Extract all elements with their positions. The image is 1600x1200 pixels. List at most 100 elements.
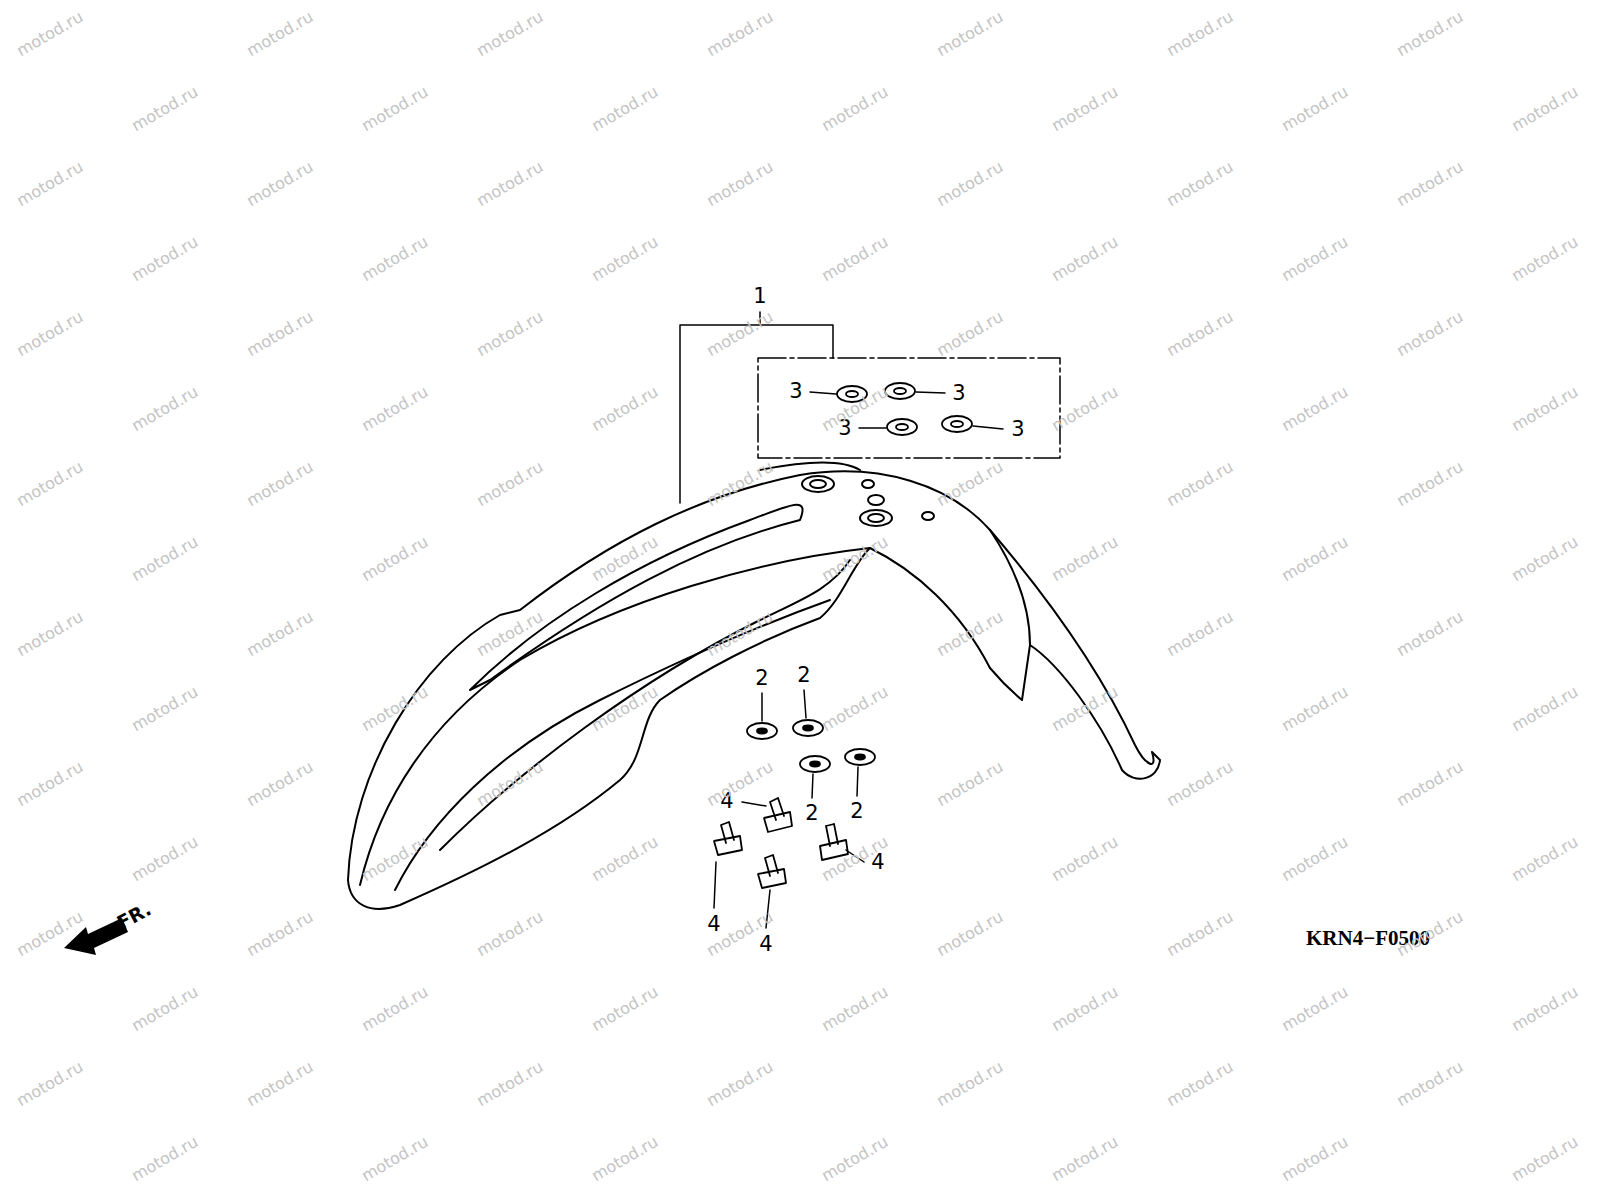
watermark: motod.ru [589,234,661,285]
watermark: motod.ru [1049,684,1121,735]
watermark: motod.ru [819,1134,891,1185]
watermark: motod.ru [934,309,1006,360]
watermark: motod.ru [244,1059,316,1110]
watermark: motod.ru [934,759,1006,810]
watermark: motod.ru [244,459,316,510]
watermark: motod.ru [1394,609,1466,660]
watermark: motod.ru [474,459,546,510]
watermark: motod.ru [359,84,431,135]
watermark: motod.ru [359,234,431,285]
watermark: motod.ru [1394,459,1466,510]
watermark: motod.ru [14,159,86,210]
watermark: motod.ru [704,9,776,60]
watermark: motod.ru [1394,1059,1466,1110]
watermark: motod.ru [129,384,201,435]
watermark: motod.ru [1164,309,1236,360]
watermark: motod.ru [1164,459,1236,510]
watermark: motod.ru [1164,1059,1236,1110]
watermark: motod.ru [1509,534,1581,585]
watermark: motod.ru [359,534,431,585]
watermark: motod.ru [1164,159,1236,210]
watermark: motod.ru [1279,834,1351,885]
mount-hole [922,512,934,520]
fender-ridge [440,560,850,850]
watermark: motod.ru [934,909,1006,960]
callout-number: 3 [789,381,802,402]
watermark: motod.ru [934,9,1006,60]
callout-number: 2 [755,668,768,689]
watermark: motod.ru [474,909,546,960]
watermark: motod.ru [244,309,316,360]
watermark: motod.ru [14,1059,86,1110]
watermark: motod.ru [1394,309,1466,360]
watermark: motod.ru [589,384,661,435]
watermark: motod.ru [1164,609,1236,660]
watermark: motod.ru [1394,159,1466,210]
watermark: motod.ru [819,234,891,285]
direction-label: FR. [114,899,154,932]
group-box [758,358,1060,458]
watermark: motod.ru [1049,984,1121,1035]
mount-hole [810,480,826,488]
fender-ridge [470,505,803,690]
watermark: motod.ru [1279,234,1351,285]
callout-number: 2 [850,801,863,822]
callout-number: 4 [707,914,720,935]
watermark: motod.ru [1164,9,1236,60]
watermark: motod.ru [1049,384,1121,435]
mount-hole [862,480,874,488]
watermark: motod.ru [1509,684,1581,735]
watermark: motod.ru [474,759,546,810]
watermark: motod.ru [1509,84,1581,135]
watermark: motod.ru [589,534,661,585]
mount-hole [868,495,884,505]
watermark: motod.ru [704,1059,776,1110]
callout-number: 2 [805,803,818,824]
watermark: motod.ru [1164,909,1236,960]
watermark: motod.ru [474,309,546,360]
watermark: motod.ru [474,609,546,660]
watermark: motod.ru [244,9,316,60]
watermark: motod.ru [1049,534,1121,585]
watermark: motod.ru [1049,84,1121,135]
watermark: motod.ru [359,984,431,1035]
watermark: motod.ru [129,534,201,585]
watermark: motod.ru [1164,759,1236,810]
watermark: motod.ru [1279,84,1351,135]
watermark: motod.ru [1394,9,1466,60]
watermark: motod.ru [819,684,891,735]
watermark: motod.ru [819,84,891,135]
watermark: motod.ru [589,984,661,1035]
watermark: motod.ru [14,309,86,360]
mount-hole [860,510,892,526]
watermark: motod.ru [589,684,661,735]
mount-hole [802,476,834,492]
watermark: motod.ru [704,159,776,210]
watermark: motod.ru [1279,1134,1351,1185]
watermark: motod.ru [934,1059,1006,1110]
watermark: motod.ru [129,684,201,735]
watermark: motod.ru [129,84,201,135]
watermark: motod.ru [1509,234,1581,285]
watermark: motod.ru [244,759,316,810]
watermark: motod.ru [589,834,661,885]
watermark: motod.ru [1509,384,1581,435]
watermark: motod.ru [704,459,776,510]
watermark: motod.ru [1049,234,1121,285]
watermark: motod.ru [1279,384,1351,435]
callout-number: 3 [1011,419,1024,440]
watermark: motod.ru [359,1134,431,1185]
watermark: motod.ru [359,684,431,735]
callout-number: 2 [797,665,810,686]
watermark: motod.ru [819,984,891,1035]
watermark: motod.ru [474,159,546,210]
watermark: motod.ru [129,234,201,285]
watermark: motod.ru [1049,834,1121,885]
watermark: motod.ru [1509,984,1581,1035]
watermark: motod.ru [129,834,201,885]
watermark: motod.ru [474,9,546,60]
watermark: motod.ru [704,309,776,360]
watermark: motod.ru [129,984,201,1035]
watermark: motod.ru [704,759,776,810]
